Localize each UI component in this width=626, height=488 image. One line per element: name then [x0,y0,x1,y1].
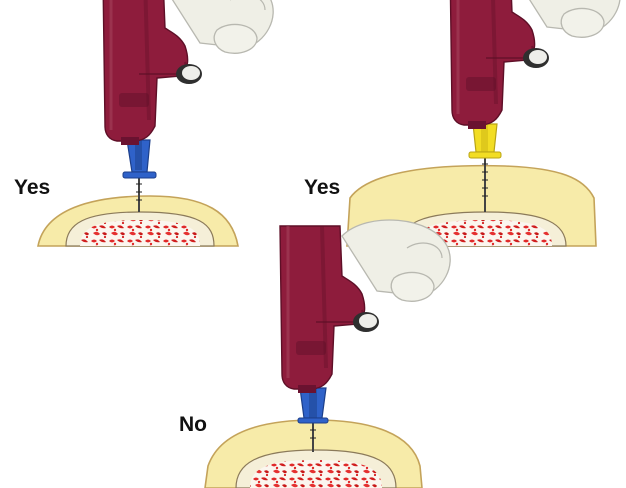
panel-top-left [38,0,273,246]
verdict-label-top-left: Yes [14,177,50,198]
intraosseous-driver-icon [280,220,450,393]
intraosseous-driver-icon [103,0,273,145]
intraosseous-driver-icon [450,0,620,129]
verdict-label-bottom: No [179,414,207,435]
panel-top-right [347,0,620,246]
verdict-label-top-right: Yes [304,177,340,198]
panel-bottom [205,220,450,488]
